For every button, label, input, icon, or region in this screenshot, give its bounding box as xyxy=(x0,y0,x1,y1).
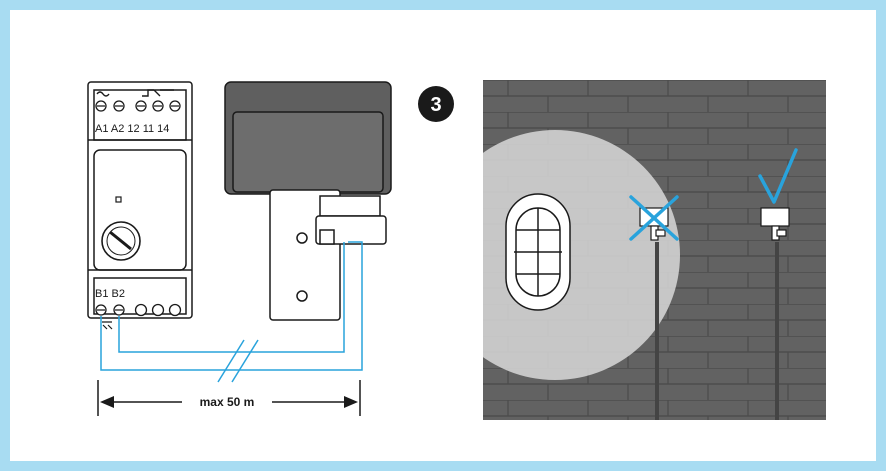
status-led xyxy=(115,196,122,203)
step-number: 3 xyxy=(430,94,441,116)
sensor-input-symbol xyxy=(102,321,113,330)
brick-wall-scene xyxy=(483,80,826,420)
cable-break-mark xyxy=(217,339,259,383)
lamp-light-glow xyxy=(483,130,680,380)
wall-lamp xyxy=(505,193,571,311)
wrong-cross-icon xyxy=(629,195,679,241)
bottom-terminal-screws xyxy=(95,303,182,317)
correct-check-icon xyxy=(758,148,798,204)
sensitivity-knob xyxy=(101,221,141,261)
relay-symbols xyxy=(96,89,174,97)
sensor-cable xyxy=(100,241,363,371)
distance-arrow xyxy=(97,380,361,416)
light-sensor-housing xyxy=(224,81,392,321)
distance-label: max 50 m xyxy=(200,395,255,409)
top-terminal-screws xyxy=(95,100,181,112)
din-relay-module xyxy=(87,81,193,319)
step-badge xyxy=(418,86,454,122)
top-terminal-labels: A1 A2 12 11 14 xyxy=(95,123,169,135)
bottom-terminal-labels: B1 B2 xyxy=(95,288,125,300)
sensor-correct-position xyxy=(760,207,790,241)
